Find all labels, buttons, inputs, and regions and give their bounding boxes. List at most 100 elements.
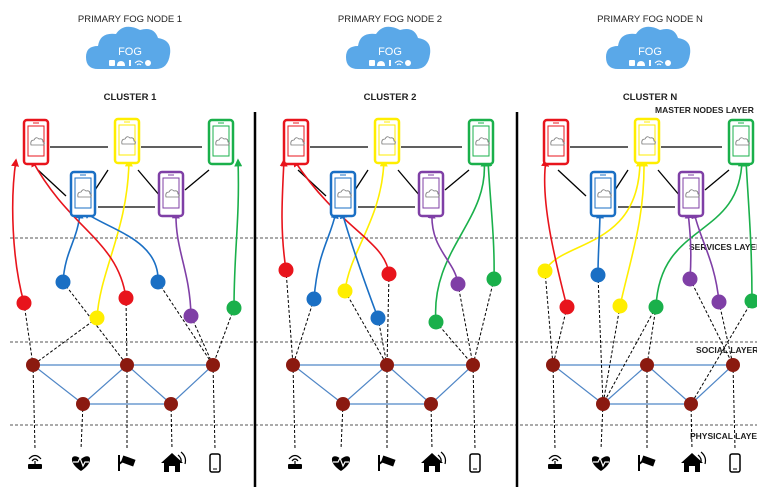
- master-link: [297, 169, 327, 197]
- social-device-link: [80, 403, 84, 450]
- master-link: [557, 169, 587, 197]
- yellow-service-node: [537, 263, 553, 279]
- social-node: [336, 397, 350, 411]
- smartphone-icon: [469, 453, 481, 473]
- social-device-link: [690, 403, 693, 450]
- cluster-label: CLUSTER N: [623, 92, 678, 103]
- fog-cloud-shape: [346, 26, 431, 69]
- red-master-node-screen: [287, 125, 305, 157]
- service-social-link: [552, 306, 568, 366]
- service-social-link: [646, 306, 657, 366]
- social-link: [552, 364, 604, 405]
- fog-node-label: PRIMARY FOG NODE 1: [78, 14, 182, 25]
- master-link: [397, 169, 421, 197]
- fog-cloud-text: FOG: [378, 46, 402, 58]
- social-device-link: [600, 403, 604, 450]
- master-link: [184, 169, 210, 191]
- router-body: [28, 464, 42, 469]
- social-device-link: [32, 364, 36, 450]
- service-social-link: [125, 297, 128, 366]
- red-service-node: [118, 290, 134, 306]
- social-link: [82, 364, 128, 405]
- wifi-icon: [654, 60, 664, 66]
- smartphone-icon: [729, 453, 741, 473]
- red-master-node-screen: [27, 125, 45, 157]
- camera-icon: [638, 455, 656, 471]
- master-link: [354, 169, 369, 191]
- green-master-node-screen: [472, 125, 490, 157]
- router-icon: [548, 454, 562, 469]
- service-social-link: [544, 270, 554, 366]
- router-icon: [288, 454, 302, 469]
- heart-rate-icon: [331, 456, 351, 471]
- cloud-mini-icon: [637, 61, 645, 66]
- purple-service-node: [711, 294, 727, 310]
- green-service-node: [226, 300, 242, 316]
- fog-cloud-shape: [86, 26, 171, 69]
- master-link: [137, 169, 161, 197]
- cloud-icon: [77, 189, 92, 198]
- yellow-master-node: [633, 117, 661, 165]
- blue-master-node-screen: [334, 177, 352, 209]
- settings-icon: [145, 60, 151, 66]
- cloud-mini-icon: [377, 61, 385, 66]
- social-link: [386, 364, 432, 405]
- yellow-service-link: [96, 158, 133, 319]
- service-social-link: [472, 278, 495, 366]
- yellow-service-node: [89, 310, 105, 326]
- blue-service-link: [595, 210, 604, 276]
- purple-service-node: [682, 271, 698, 287]
- cloud-icon: [641, 136, 656, 145]
- green-service-link: [742, 158, 753, 302]
- green-master-node: [207, 118, 235, 166]
- red-service-link: [541, 158, 568, 308]
- house-shape: [161, 453, 183, 472]
- purple-service-node: [183, 308, 199, 324]
- cloud-icon: [425, 189, 440, 198]
- green-service-link: [434, 158, 489, 323]
- yellow-master-node-screen: [118, 124, 136, 156]
- social-node: [380, 358, 394, 372]
- social-node: [76, 397, 90, 411]
- service-social-link: [435, 321, 474, 366]
- info-icon: [129, 60, 131, 66]
- services-layer-label: SERVICES LAYER: [689, 242, 757, 252]
- phone-body: [729, 453, 741, 473]
- blue-master-node-screen: [74, 177, 92, 209]
- house-door: [169, 466, 175, 472]
- red-service-node: [381, 266, 397, 282]
- fog-cloud-shape: [606, 26, 691, 69]
- social-node: [684, 397, 698, 411]
- green-master-node: [467, 118, 495, 166]
- purple-master-node: [677, 170, 705, 218]
- house-shape: [681, 453, 703, 472]
- social-link: [602, 364, 648, 405]
- social-link: [170, 364, 214, 405]
- service-social-link: [597, 274, 604, 405]
- house-door: [429, 466, 435, 472]
- yellow-master-node-screen: [378, 124, 396, 156]
- yellow-service-node: [612, 298, 628, 314]
- layer-separators: [10, 237, 757, 426]
- service-social-link: [190, 315, 214, 366]
- red-service-link: [279, 158, 288, 271]
- yellow-service-node: [337, 283, 353, 299]
- database-icon: [369, 60, 375, 66]
- yellow-master-node: [113, 117, 141, 165]
- fog-cloud: FOG: [346, 26, 431, 69]
- social-link: [690, 364, 734, 405]
- blue-service-link: [339, 210, 379, 319]
- social-layer-label: SOCIAL LAYER: [696, 345, 757, 355]
- cloud-icon: [337, 189, 352, 198]
- house-signal: [177, 451, 187, 465]
- green-service-link: [233, 158, 243, 309]
- fog-service-icons: [629, 60, 671, 66]
- blue-service-node: [306, 291, 322, 307]
- cloud-icon: [290, 137, 305, 146]
- house-shape: [421, 453, 443, 472]
- red-master-node: [282, 118, 310, 166]
- smart-home-icon: [161, 451, 187, 472]
- service-social-link: [718, 301, 734, 366]
- fog-node-label: PRIMARY FOG NODE 2: [338, 14, 442, 25]
